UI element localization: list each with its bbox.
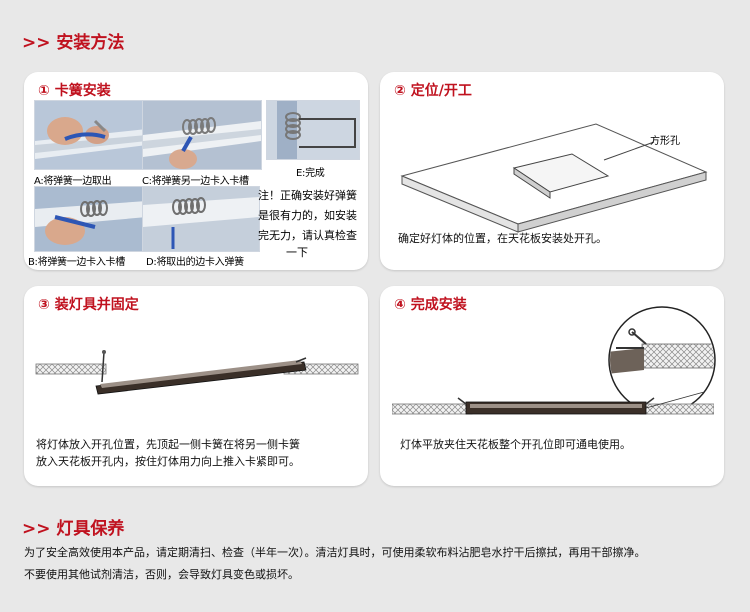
section-heading-install: >> 安装方法 bbox=[22, 33, 125, 53]
step-title-4: ④ 完成安装 bbox=[394, 297, 467, 313]
step-3-description-line-2: 放入天花板开孔内，按住灯体用力向上推入卡紧即可。 bbox=[36, 455, 300, 468]
step-title-3: ③ 装灯具并固定 bbox=[38, 297, 139, 313]
photo-step-a bbox=[34, 100, 148, 170]
step-title-1: ① 卡簧安装 bbox=[38, 83, 111, 99]
step-card-4: ④ 完成安装 bbox=[380, 286, 724, 486]
step-card-2: ② 定位/开工 方形孔 确定好灯体的位置，在天花板安装处开孔。 bbox=[380, 72, 724, 270]
step-4-description: 灯体平放夹住天花板整个开孔位即可通电使用。 bbox=[400, 438, 631, 451]
caption-d: D:将取出的边卡入弹簧 bbox=[146, 257, 244, 268]
caption-b: B:将弹簧一边卡入卡槽 bbox=[28, 257, 125, 268]
step-card-3: ③ 装灯具并固定 将灯体放入开孔位置，先顶起一侧卡簧在将另一侧卡簧 放入天花板开… bbox=[24, 286, 368, 486]
step-2-description: 确定好灯体的位置，在天花板安装处开孔。 bbox=[398, 232, 607, 245]
caption-c: C:将弹簧另一边卡入卡槽 bbox=[142, 176, 249, 187]
caption-e: E:完成 bbox=[296, 168, 325, 179]
finished-fixture-diagram bbox=[392, 392, 714, 415]
ceiling-hole-diagram bbox=[400, 123, 708, 233]
maintenance-line-2: 不要使用其他试剂清洁，否则，会导致灯具变色或损坏。 bbox=[24, 568, 299, 581]
install-note-line-1: 注！正确安装好弹簧 bbox=[258, 189, 357, 202]
install-note-line-4: 一下 bbox=[286, 246, 308, 259]
step-card-1: ① 卡簧安装 A:将弹簧一边取出 bbox=[24, 72, 368, 270]
fixture-insert-diagram bbox=[35, 350, 359, 395]
double-chevron-icon: >> bbox=[22, 33, 57, 53]
step-3-description: 将灯体放入开孔位置，先顶起一侧卡簧在将另一侧卡簧 放入天花板开孔内，按住灯体用力… bbox=[36, 436, 366, 470]
photo-step-d bbox=[142, 186, 260, 252]
detail-magnifier bbox=[608, 306, 716, 414]
install-note-line-2: 是很有力的，如安装 bbox=[258, 209, 357, 222]
double-chevron-icon: >> bbox=[22, 519, 57, 539]
photo-step-b bbox=[34, 186, 148, 252]
install-note: 注！正确安装好弹簧 是很有力的，如安装 完无力，请认真检查 一下 bbox=[258, 186, 366, 260]
photo-step-c bbox=[142, 100, 262, 170]
maintenance-paragraph: 为了安全高效使用本产品，请定期清扫、检查（半年一次）。清洁灯具时，可使用柔软布料… bbox=[24, 542, 740, 586]
step-title-2: ② 定位/开工 bbox=[394, 83, 472, 99]
section-heading-maintenance: >> 灯具保养 bbox=[22, 519, 125, 539]
maintenance-line-1: 为了安全高效使用本产品，请定期清扫、检查（半年一次）。清洁灯具时，可使用柔软布料… bbox=[24, 546, 646, 559]
photo-step-e bbox=[266, 100, 360, 160]
install-note-line-3: 完无力，请认真检查 bbox=[258, 229, 357, 242]
step-3-description-line-1: 将灯体放入开孔位置，先顶起一侧卡簧在将另一侧卡簧 bbox=[36, 438, 300, 451]
square-hole-label: 方形孔 bbox=[650, 136, 680, 147]
caption-a: A:将弹簧一边取出 bbox=[34, 176, 112, 187]
